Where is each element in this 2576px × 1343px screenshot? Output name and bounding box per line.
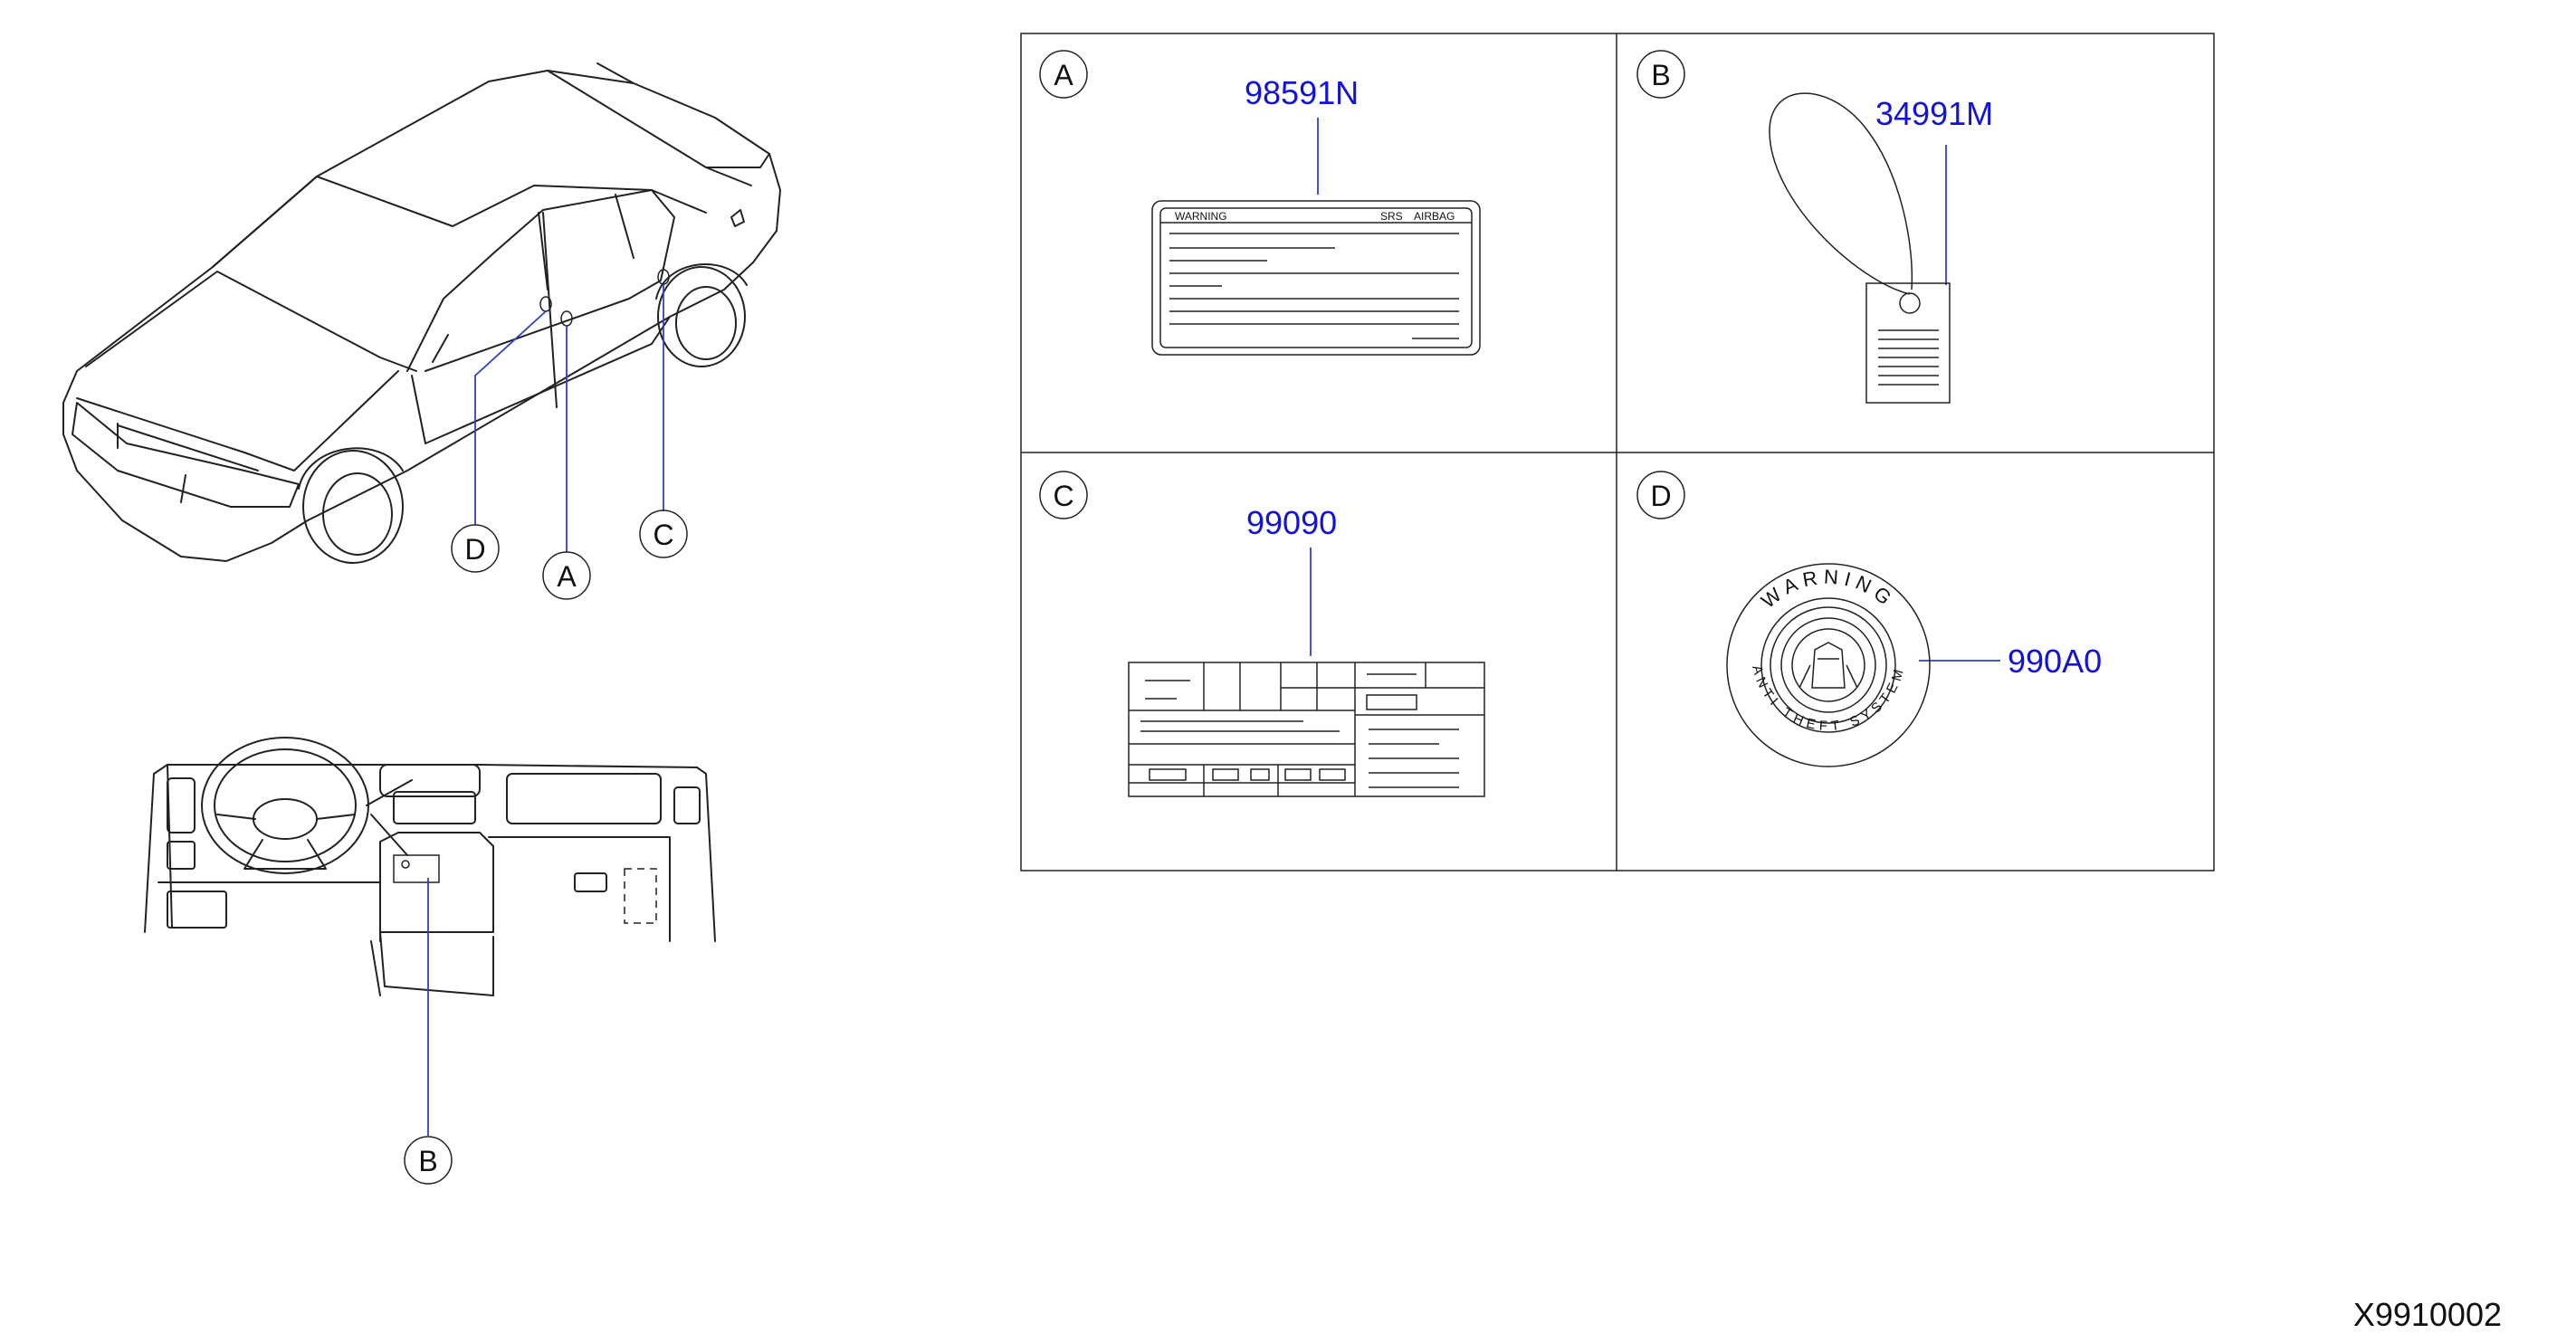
sticker-top-text: WARNING xyxy=(1757,566,1900,613)
airbag-label-warning: WARNING xyxy=(1175,210,1227,223)
part-number-99090: 99090 xyxy=(1246,504,1337,541)
panel-b-letter: B xyxy=(1651,59,1670,91)
panel-d: D 990A0 WARNING ANTI THEFT SYSTEM xyxy=(1636,471,2102,767)
hang-tag xyxy=(1769,92,1951,404)
airbag-warning-label: WARNING SRS AIRBAG xyxy=(1151,200,1481,356)
dash-callout-b: B xyxy=(418,1145,437,1177)
anti-theft-sticker: WARNING ANTI THEFT SYSTEM xyxy=(1726,563,1931,767)
airbag-label-srs: SRS xyxy=(1380,210,1403,223)
panel-a: A 98591N WARNING SRS AIRBAG xyxy=(1039,50,1481,356)
panel-d-letter: D xyxy=(1650,480,1671,512)
airbag-label-airbag: AIRBAG xyxy=(1414,210,1455,223)
dashboard-illustration: B xyxy=(144,737,716,1185)
panel-c: C 99090 xyxy=(1039,471,1485,797)
panel-a-letter: A xyxy=(1054,59,1073,91)
rear-wheel xyxy=(655,263,748,367)
panel-c-letter: C xyxy=(1053,480,1073,512)
car-callout-d: D xyxy=(464,533,485,566)
panel-grid xyxy=(1020,33,2215,872)
part-number-98591n: 98591N xyxy=(1245,74,1359,111)
sedan-illustration: D A C xyxy=(62,62,781,600)
part-number-34991m: 34991M xyxy=(1875,95,1993,132)
diagram-code: X9910002 xyxy=(2353,1296,2502,1333)
front-wheel xyxy=(298,447,404,564)
car-callout-a: A xyxy=(557,560,577,593)
car-callout-c: C xyxy=(653,519,673,551)
part-number-990a0: 990A0 xyxy=(2008,643,2102,680)
panel-b: B 34991M xyxy=(1636,50,1993,404)
sticker-bottom-text: ANTI THEFT SYSTEM xyxy=(1749,663,1908,734)
emission-control-label xyxy=(1128,662,1485,797)
